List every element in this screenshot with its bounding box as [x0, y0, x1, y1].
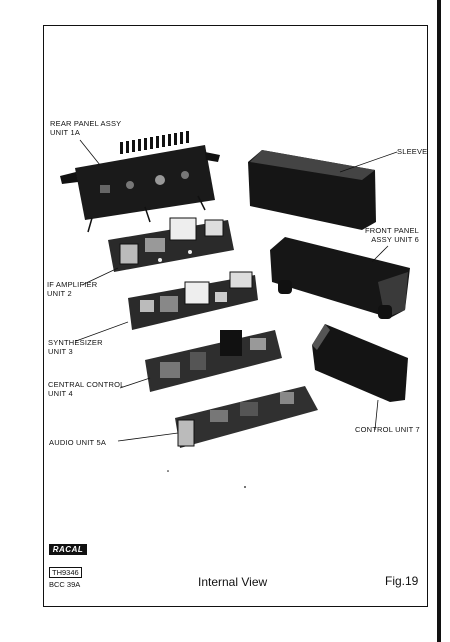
audio-board: [175, 386, 318, 448]
figure-number: Fig.19: [385, 574, 419, 588]
label-central-control: CENTRAL CONTROL UNIT 4: [48, 380, 124, 398]
label-audio-unit-name: AUDIO UNIT 5A: [49, 438, 107, 447]
label-control-unit-name: CONTROL UNIT 7: [355, 425, 420, 434]
racal-logo: RACAL: [49, 544, 87, 555]
label-if-amplifier: IF AMPLIFIER UNIT 2: [47, 280, 97, 298]
label-central-control-unit: UNIT 4: [48, 389, 73, 398]
document-code: BCC 39A: [49, 580, 81, 589]
label-front-panel-unit: ASSY UNIT 6: [371, 235, 420, 244]
page-edge-bar: [437, 0, 441, 642]
figure-caption: Internal View: [198, 575, 268, 589]
label-rear-panel-unit: UNIT 1A: [50, 128, 81, 137]
label-central-control-name: CENTRAL CONTROL: [48, 380, 125, 389]
label-front-panel-assy: FRONT PANEL ASSY UNIT 6: [365, 226, 419, 244]
label-audio-unit: AUDIO UNIT 5A: [49, 438, 106, 447]
reference-number: TH9346: [49, 567, 82, 578]
label-front-panel-name: FRONT PANEL: [365, 226, 420, 235]
label-rear-panel-assy: REAR PANEL ASSY UNIT 1A: [50, 119, 121, 137]
rear-panel-assembly: [60, 131, 220, 233]
central-control-board: [145, 330, 282, 392]
leader-lines: [75, 139, 398, 442]
sleeve-unit: [248, 150, 376, 230]
control-unit-7: [312, 324, 408, 402]
label-sleeve: SLEEVE: [397, 147, 427, 156]
label-synthesizer-name: SYNTHESIZER: [48, 338, 103, 347]
synthesizer-board: [128, 271, 258, 330]
figure-frame: [43, 25, 428, 607]
if-amplifier-board: [108, 217, 234, 272]
label-synthesizer: SYNTHESIZER UNIT 3: [48, 338, 103, 356]
label-rear-panel-name: REAR PANEL ASSY: [50, 119, 122, 128]
front-panel-assembly: [270, 237, 410, 319]
label-if-amplifier-unit: UNIT 2: [47, 289, 72, 298]
label-synthesizer-unit: UNIT 3: [48, 347, 73, 356]
label-sleeve-name: SLEEVE: [397, 147, 428, 156]
label-control-unit-7: CONTROL UNIT 7: [355, 425, 420, 434]
label-if-amplifier-name: IF AMPLIFIER: [47, 280, 98, 289]
